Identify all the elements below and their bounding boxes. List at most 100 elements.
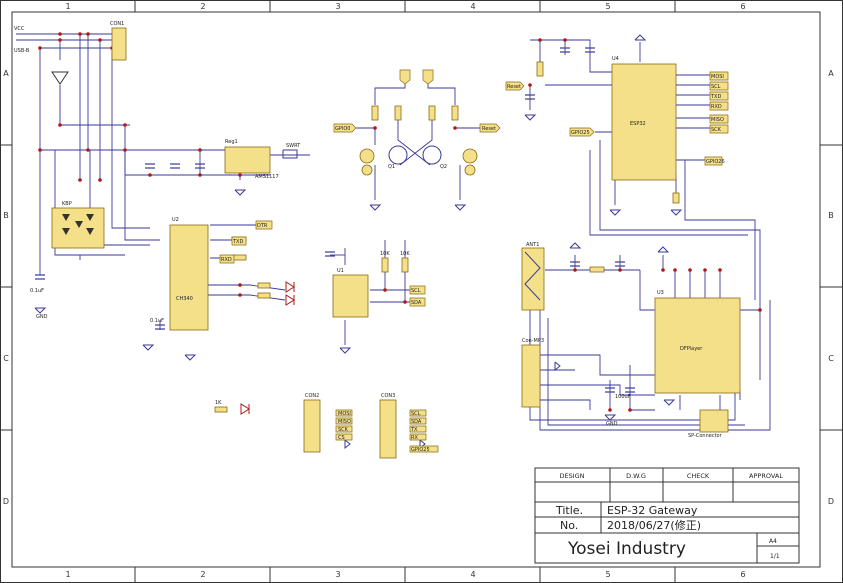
tb-dwg: D.W.G xyxy=(626,472,646,480)
tb-no-label: No. xyxy=(560,519,578,532)
con1-label: CON1 xyxy=(110,21,124,27)
net-flag xyxy=(479,123,501,133)
push-button-icon xyxy=(359,148,375,164)
col-label-top: 3 xyxy=(335,2,340,11)
net-gpio26: GPIO26 xyxy=(706,159,725,165)
res-value: 10K xyxy=(380,251,390,257)
swrt-label: SWRT xyxy=(286,143,301,149)
antenna-icon xyxy=(524,251,541,301)
resistor xyxy=(451,105,459,121)
net-mosi: MOSI xyxy=(711,74,724,80)
col-label-bottom: 2 xyxy=(200,570,205,579)
net-flag xyxy=(409,417,427,425)
net-flag xyxy=(709,81,729,91)
net-sda: SDA xyxy=(411,300,422,306)
cap-value: 0.1uF xyxy=(150,318,164,324)
u3-mp3-module xyxy=(654,297,741,394)
net-flag xyxy=(219,254,235,264)
resistor xyxy=(401,257,409,273)
u2-usb-serial-chip xyxy=(169,224,209,331)
led-icon xyxy=(240,281,295,415)
net-flag xyxy=(409,409,427,417)
row-label-right: A xyxy=(828,69,834,78)
inner-border xyxy=(11,11,821,568)
net-flag xyxy=(335,417,353,425)
net-flag xyxy=(704,156,723,166)
net-reset: Reset xyxy=(482,126,496,132)
ground-icon xyxy=(34,34,683,450)
net-flag xyxy=(409,433,427,441)
sp-connector-label: SP-Connector xyxy=(688,433,723,439)
net-rx: RX xyxy=(411,435,418,441)
gnd-label: GND xyxy=(606,421,618,427)
u1-sensor-chip xyxy=(332,274,369,318)
col-label-top: 6 xyxy=(740,2,745,11)
net-miso: MISO xyxy=(711,117,724,123)
tb-sheet: 1/1 xyxy=(770,553,780,560)
resistor xyxy=(672,192,680,204)
con-mark: USB-B xyxy=(14,48,30,54)
res-value: 10K xyxy=(400,251,410,257)
net-txd: TXD xyxy=(710,94,721,100)
net-flag xyxy=(335,409,353,417)
row-label-right: D xyxy=(828,497,834,506)
resistor xyxy=(536,61,544,77)
row-label-right: C xyxy=(828,354,834,363)
con3-connector xyxy=(379,399,397,459)
con-mp3-label: Con-MP3 xyxy=(522,338,544,344)
net-reset: Reset xyxy=(507,84,521,90)
push-button-icon xyxy=(462,148,478,164)
con2-label: CON2 xyxy=(305,393,319,399)
u4-label: U4 xyxy=(612,56,619,62)
col-label-bottom: 1 xyxy=(65,570,70,579)
net-scl: SCL xyxy=(411,288,421,294)
net-flag xyxy=(569,127,595,137)
reg-part-label: AMS1117 xyxy=(255,174,279,180)
net-flag xyxy=(409,285,426,295)
resistor xyxy=(257,292,271,299)
con-mp3-connector xyxy=(521,344,541,408)
row-label-left: B xyxy=(3,211,9,220)
net-dtr: DTR xyxy=(257,223,268,229)
net-tx: TX xyxy=(410,427,418,433)
net-cs: CS xyxy=(338,435,345,441)
resistor xyxy=(371,105,379,121)
crystal-icon xyxy=(282,149,298,159)
net-flag xyxy=(335,433,353,441)
u3-label: U3 xyxy=(657,290,664,296)
net-flag xyxy=(422,69,434,85)
cap-value: 0.1uF xyxy=(30,288,44,294)
col-label-bottom: 3 xyxy=(335,570,340,579)
net-sck: SCK xyxy=(338,427,349,433)
net-gpio25: GPIO25 xyxy=(411,447,430,453)
diode-icon xyxy=(51,71,94,235)
tb-title-value: ESP-32 Gateway xyxy=(607,504,698,517)
net-txd: TXD xyxy=(232,239,243,245)
tb-no-value: 2018/06/27(修正) xyxy=(607,518,701,532)
q1-label: Q1 xyxy=(388,164,395,170)
net-sda: SDA xyxy=(411,419,422,425)
mp3-part: DFPlayer xyxy=(680,346,703,352)
tb-approval: APPROVAL xyxy=(749,472,783,480)
net-gpio25: GPIO25 xyxy=(571,130,590,136)
transistor-q2-icon xyxy=(422,145,442,165)
net-flag xyxy=(409,425,427,433)
reg1-label: Reg1 xyxy=(225,139,238,145)
con2-connector xyxy=(303,399,321,453)
row-label-left: D xyxy=(3,497,9,506)
net-flag xyxy=(409,297,426,307)
row-label-left: A xyxy=(3,69,9,78)
ant-label: ANT1 xyxy=(526,242,539,248)
title-block xyxy=(534,467,800,564)
con3-label: CON3 xyxy=(381,393,395,399)
tb-company: Yosei Industry xyxy=(567,539,686,559)
net-flag xyxy=(709,91,729,101)
junction-dots xyxy=(38,32,762,412)
resistor xyxy=(381,257,389,273)
net-scl: SCL xyxy=(411,411,421,417)
col-label-top: 4 xyxy=(470,2,475,11)
net-flag xyxy=(231,236,247,246)
u4-esp32-module xyxy=(611,63,677,181)
